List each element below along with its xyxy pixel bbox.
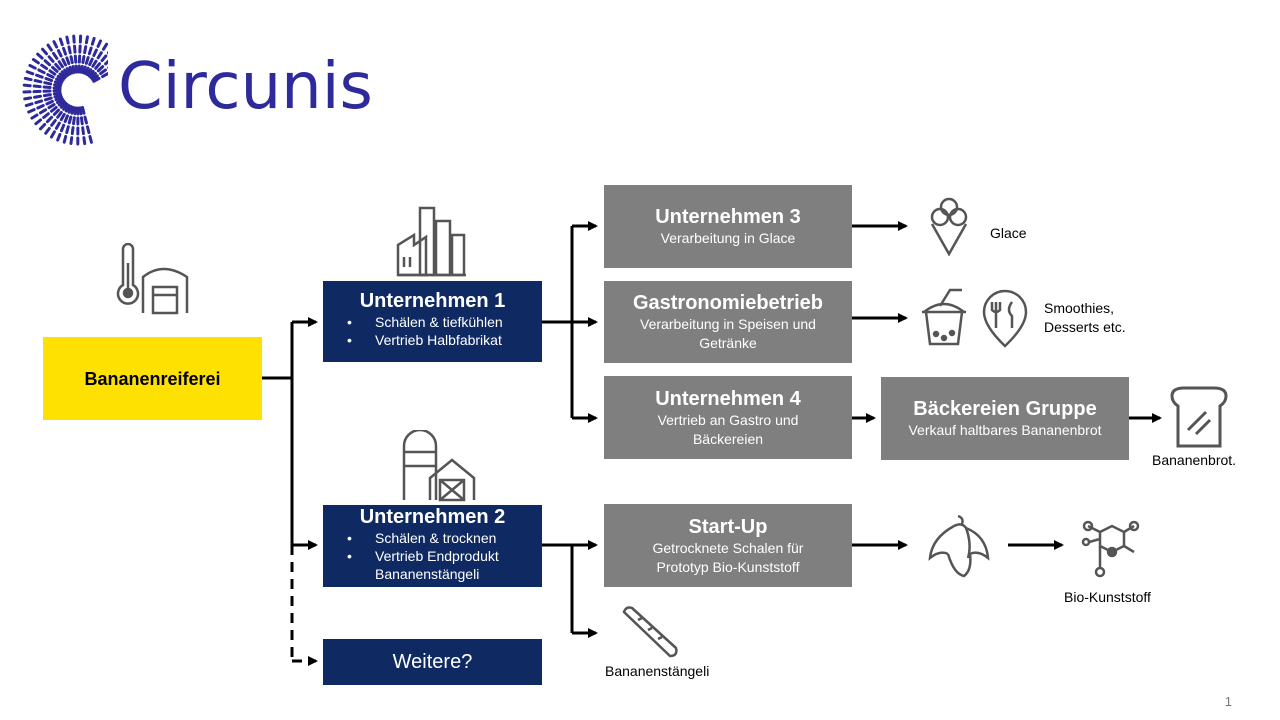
node-title: Unternehmen 4 (655, 387, 801, 410)
silo-barn-icon (402, 430, 476, 502)
node-subtitle: Getrocknete Schalen für Prototyp Bio-Kun… (652, 539, 804, 575)
node-title: Unternehmen 3 (655, 206, 801, 228)
node-title: Start-Up (688, 515, 768, 538)
output-smoothies-line2: Desserts etc. (1044, 319, 1126, 335)
banana-peel-icon (928, 514, 990, 578)
output-bio-kunststoff: Bio-Kunststoff (1064, 589, 1151, 605)
bullet-list: •Schälen & trocknen •Vertrieb Endprodukt… (323, 529, 542, 583)
node-bananenreiferei: Bananenreiferei (43, 337, 262, 420)
ice-cream-icon (930, 197, 968, 256)
node-title: Unternehmen 1 (359, 290, 506, 312)
node-title: Gastronomiebetrieb (632, 292, 824, 314)
restaurant-pin-icon (982, 289, 1028, 348)
output-bananenbrot: Bananenbrot. (1152, 452, 1237, 468)
bullet-item: •Schälen & trocknen (347, 530, 497, 546)
bullet-list: •Schälen & tiefkühlen •Vertrieb Halbfabr… (323, 313, 542, 349)
node-subtitle: Vertrieb an Gastro und Bäckereien (657, 411, 799, 447)
node-subtitle: Verarbeitung in Speisen und Getränke (640, 316, 816, 351)
bullet-item: •Vertrieb Endprodukt Bananenstängeli (347, 548, 499, 582)
node-subtitle: Verarbeitung in Glace (660, 230, 796, 246)
output-bananenstaengeli: Bananenstängeli (605, 663, 710, 679)
node-title: Weitere? (392, 650, 473, 673)
molecule-icon (1081, 520, 1140, 578)
thermometer-warehouse-icon (116, 243, 189, 315)
bread-slice-icon (1170, 386, 1228, 448)
node-unternehmen-4: Unternehmen 4 Vertrieb an Gastro und Bäc… (604, 376, 852, 459)
node-title: Unternehmen 2 (359, 506, 506, 528)
brand-name: Circunis (118, 50, 373, 124)
bullet-item: •Schälen & tiefkühlen (347, 314, 503, 330)
node-start-up: Start-Up Getrocknete Schalen für Prototy… (604, 504, 852, 587)
node-gastronomiebetrieb: Gastronomiebetrieb Verarbeitung in Speis… (604, 281, 852, 363)
node-title: Bäckereien Gruppe (913, 398, 1097, 420)
output-glace: Glace (990, 225, 1027, 241)
node-title: Bananenreiferei (84, 368, 221, 389)
node-weitere: Weitere? (323, 639, 542, 685)
factory-icon (396, 206, 466, 277)
page-number: 1 (1224, 694, 1232, 709)
node-subtitle: Verkauf haltbares Bananenbrot (908, 422, 1102, 438)
node-baeckereien-gruppe: Bäckereien Gruppe Verkauf haltbares Bana… (881, 377, 1129, 460)
smoothie-cup-icon (922, 288, 966, 346)
circunis-logo-icon (22, 34, 108, 146)
bullet-item: •Vertrieb Halbfabrikat (347, 332, 502, 348)
banana-stick-icon (622, 606, 678, 658)
node-unternehmen-1: Unternehmen 1 •Schälen & tiefkühlen •Ver… (323, 281, 542, 362)
node-unternehmen-3: Unternehmen 3 Verarbeitung in Glace (604, 185, 852, 268)
node-unternehmen-2: Unternehmen 2 •Schälen & trocknen •Vertr… (323, 505, 542, 587)
output-smoothies-line1: Smoothies, (1044, 300, 1115, 316)
